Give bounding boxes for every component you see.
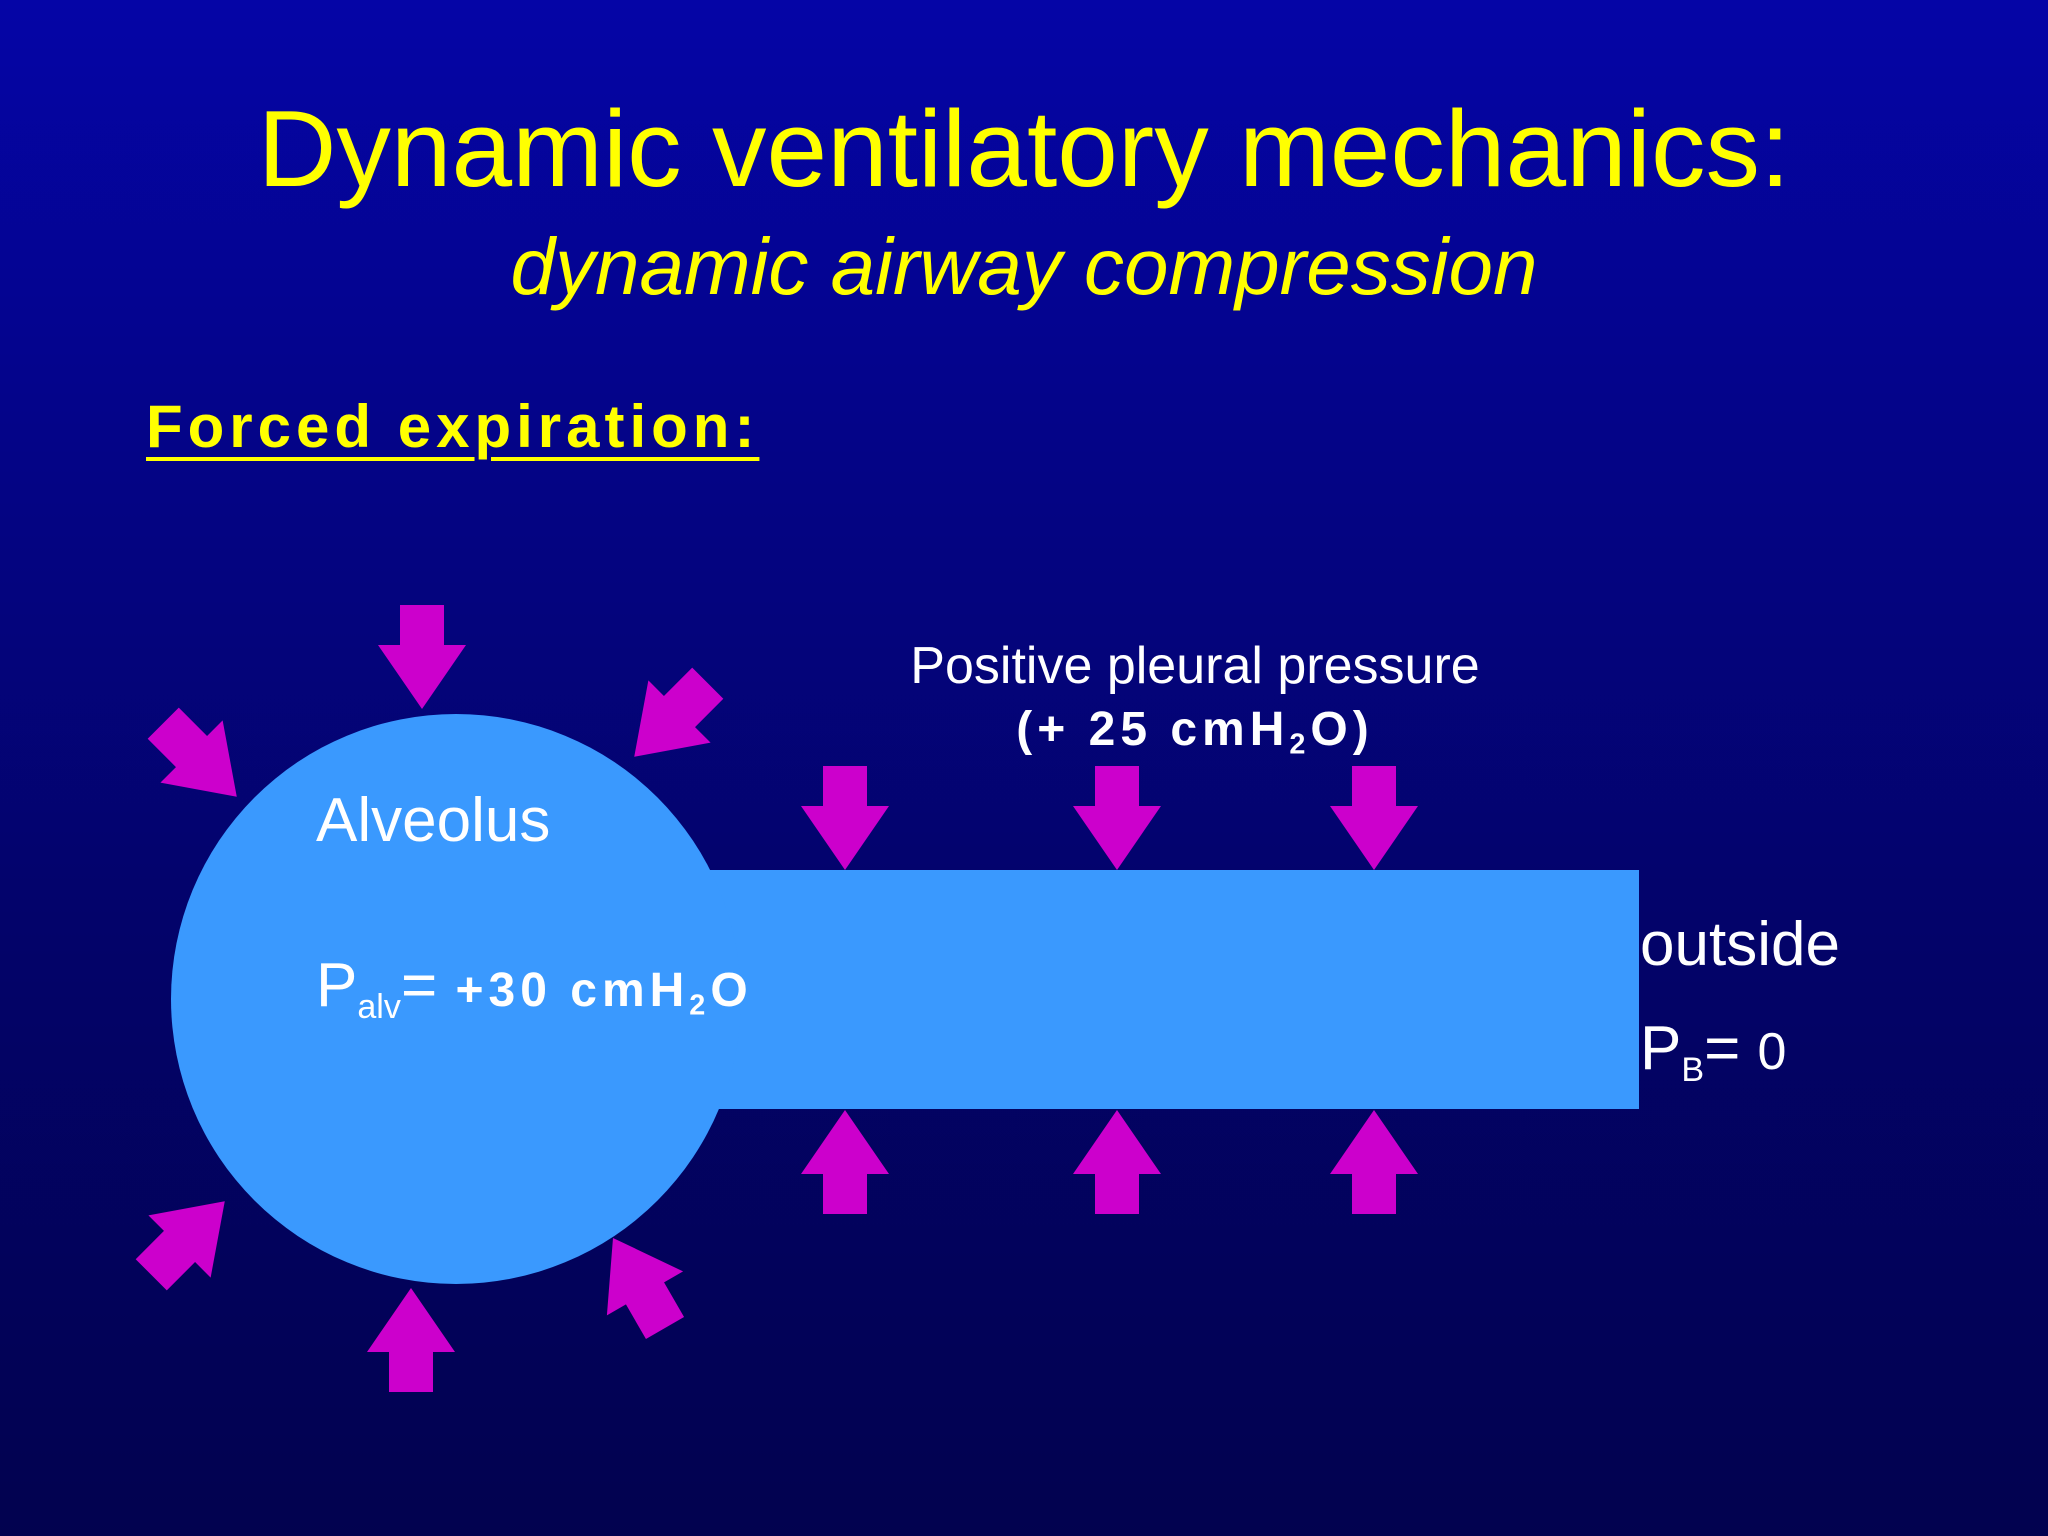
slide-subtitle: dynamic airway compression — [510, 222, 1538, 311]
alveolar-pressure: Palv= +30 cmH2O — [316, 951, 753, 1026]
outside-label: outside — [1640, 910, 1840, 979]
section-heading: Forced expiration: — [146, 393, 760, 460]
arrow-icon — [801, 1110, 889, 1214]
alveolus-label: Alveolus — [316, 786, 551, 855]
arrow-icon — [1073, 766, 1161, 870]
arrow-icon — [1330, 766, 1418, 870]
arrow-icon — [1330, 1110, 1418, 1214]
arrow-icon — [120, 1170, 256, 1306]
barometric-pressure: PB= 0 — [1640, 1014, 1787, 1089]
arrow-icon — [367, 1288, 455, 1392]
pleural-pressure-value: (+ 25 cmH2O) — [1016, 703, 1374, 761]
slide-title: Dynamic ventilatory mechanics: — [257, 88, 1791, 210]
pleural-pressure-label: Positive pleural pressure — [910, 637, 1480, 695]
arrow-icon — [378, 605, 466, 709]
arrow-icon — [1073, 1110, 1161, 1214]
arrow-icon — [801, 766, 889, 870]
alveolus-circle — [171, 714, 741, 1284]
arrow-icon — [603, 652, 739, 788]
